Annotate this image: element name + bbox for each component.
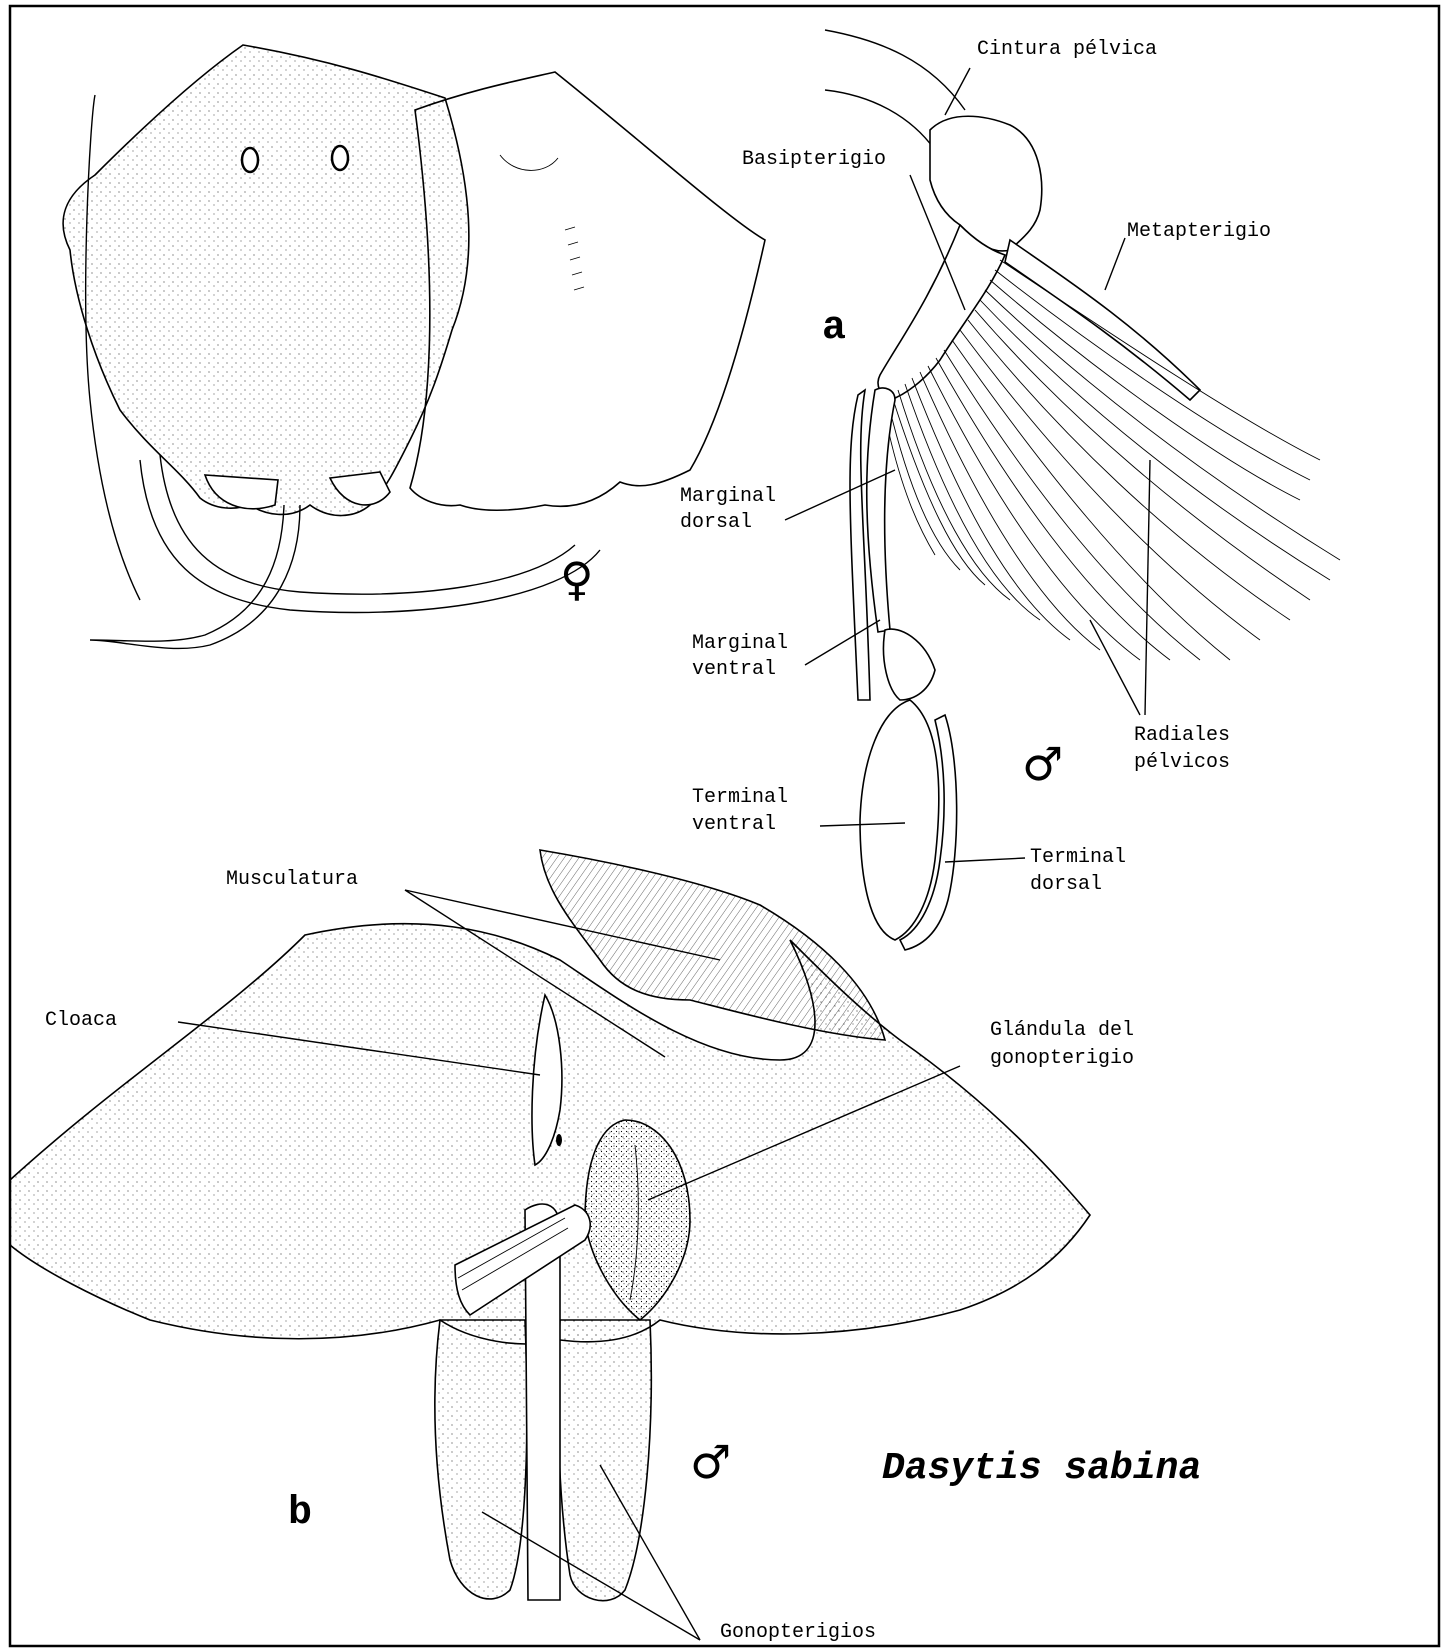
label-metapterigio: Metapterigio bbox=[1127, 220, 1271, 243]
marginal-ventral-cartilage bbox=[850, 390, 870, 700]
label-radiales-1: Radiales bbox=[1134, 724, 1230, 747]
male-symbol-b: ♂ bbox=[690, 1435, 731, 1489]
girdle-curve-inner bbox=[825, 90, 935, 150]
label-terminal-dorsal-1: Terminal bbox=[1030, 846, 1126, 869]
label-glandula-2: gonopterigio bbox=[990, 1047, 1134, 1070]
label-marginal-ventral-1: Marginal bbox=[692, 632, 788, 655]
female-symbol: ♀ bbox=[560, 552, 594, 606]
label-marginal-dorsal-1: Marginal bbox=[680, 485, 776, 508]
marginal-dorsal-cartilage bbox=[867, 388, 895, 632]
dorsal-eye-right bbox=[332, 146, 348, 170]
label-basipterigio: Basipterigio bbox=[742, 148, 886, 171]
cloaca-opening bbox=[556, 1134, 562, 1146]
male-symbol-a: ♂ bbox=[1022, 737, 1063, 791]
label-gonopterigios: Gonopterigios bbox=[720, 1621, 876, 1644]
pelvic-skeleton-illustration bbox=[825, 30, 1340, 950]
panel-label-a: a bbox=[822, 306, 846, 351]
clasper-joint bbox=[883, 629, 935, 700]
label-musculatura: Musculatura bbox=[226, 868, 358, 891]
terminal-ventral-cartilage bbox=[860, 700, 939, 940]
label-terminal-ventral-2: ventral bbox=[692, 813, 776, 836]
dorsal-eye-left bbox=[242, 148, 258, 172]
label-terminal-dorsal-2: dorsal bbox=[1030, 873, 1102, 896]
species-name: Dasytis sabina bbox=[882, 1447, 1201, 1490]
label-cintura-pelvica: Cintura pélvica bbox=[977, 38, 1157, 61]
clasper-left bbox=[435, 1320, 527, 1599]
ray-dorsal-view bbox=[63, 45, 469, 516]
label-glandula-1: Glándula del bbox=[990, 1019, 1134, 1042]
label-terminal-ventral-1: Terminal bbox=[692, 786, 788, 809]
label-cloaca: Cloaca bbox=[45, 1009, 117, 1032]
label-radiales-2: pélvicos bbox=[1134, 751, 1230, 774]
pelvic-girdle bbox=[930, 116, 1042, 251]
panel-label-b: b bbox=[288, 1491, 312, 1536]
female-rays-illustration bbox=[63, 45, 765, 648]
clasper-right bbox=[558, 1320, 651, 1601]
label-marginal-ventral-2: ventral bbox=[692, 658, 776, 681]
metapterygium bbox=[1005, 240, 1200, 400]
label-marginal-dorsal-2: dorsal bbox=[680, 511, 752, 534]
girdle-curve-outer bbox=[825, 30, 965, 110]
